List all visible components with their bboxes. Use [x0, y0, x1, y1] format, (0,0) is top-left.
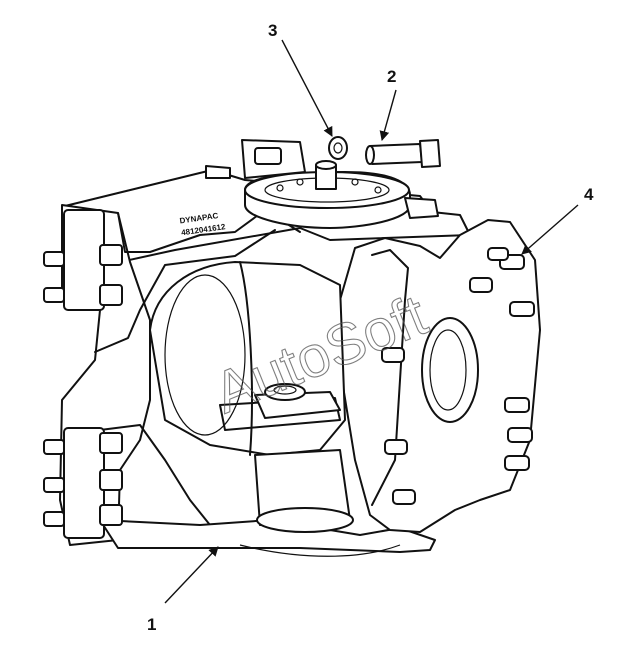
right-plate-studs [381, 247, 535, 505]
center-yoke [149, 261, 354, 533]
callout-3: 3 [268, 21, 333, 137]
callout-label-1: 1 [147, 615, 156, 634]
callout-label-4: 4 [584, 185, 594, 204]
bolt-part-2 [365, 139, 441, 168]
top-disc-plate [205, 139, 439, 229]
left-bolt-heads [43, 244, 123, 527]
callout-4: 4 [521, 185, 594, 255]
callout-1: 1 [147, 546, 219, 634]
callout-2: 2 [379, 67, 397, 141]
callout-label-2: 2 [387, 67, 396, 86]
washer-part-3 [328, 136, 348, 160]
callout-label-3: 3 [268, 21, 277, 40]
